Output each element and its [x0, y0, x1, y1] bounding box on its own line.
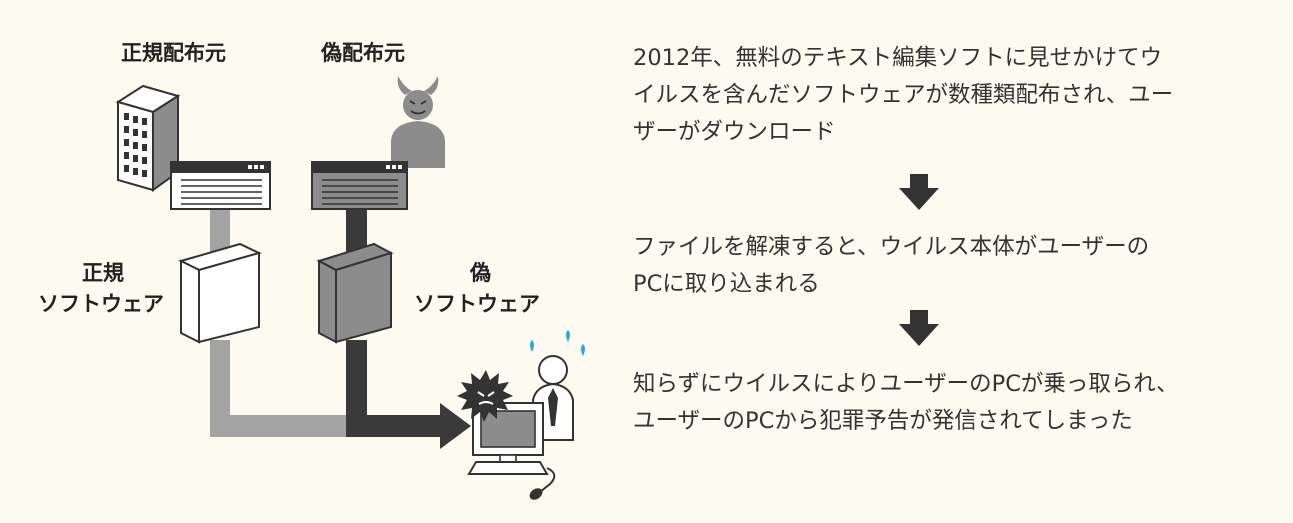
step-1: 2012年、無料のテキスト編集ソフトに見せかけてウ イルスを含んだソフトウェアが… [633, 40, 1273, 151]
fake-source-label: 偽配布元 [321, 41, 405, 65]
legit-source-label: 正規配布元 [121, 41, 226, 65]
step-1-line: ザーがダウンロード [633, 119, 836, 145]
legit-software-label-1: 正規 [82, 261, 124, 285]
browser-window-icon [170, 161, 271, 210]
legit-software-label-2: ソフトウェア [38, 292, 164, 316]
step-2: ファイルを解凍すると、ウイルス本体がユーザーの PCに取り込まれる [633, 229, 1273, 303]
down-arrow-icon [899, 310, 939, 346]
step-3-line: 知らずにウイルスによりユーザーのPCが乗っ取られ、 [633, 371, 1179, 397]
computer-icon [467, 402, 556, 500]
step-2-line: ファイルを解凍すると、ウイルス本体がユーザーの [633, 234, 1150, 260]
building-icon [115, 84, 181, 192]
fake-pipe [346, 205, 471, 449]
virus-icon [457, 370, 513, 422]
software-box-icon [316, 242, 394, 344]
browser-window-icon [311, 161, 408, 210]
step-1-line: 2012年、無料のテキスト編集ソフトに見せかけてウ [633, 45, 1163, 71]
legit-pipe [210, 205, 356, 437]
sweat-drop-icon [530, 330, 585, 356]
fake-software-label-1: 偽 [470, 261, 491, 285]
step-3-line: ユーザーのPCから犯罪予告が発信されてしまった [633, 408, 1133, 434]
step-2-line: PCに取り込まれる [633, 271, 820, 297]
down-arrow-icon [899, 174, 939, 210]
fake-software-label-2: ソフトウェア [414, 292, 540, 316]
software-box-icon [178, 242, 262, 344]
step-3: 知らずにウイルスによりユーザーのPCが乗っ取られ、 ユーザーのPCから犯罪予告が… [633, 366, 1273, 440]
devil-icon [391, 76, 445, 168]
step-1-line: イルスを含んだソフトウェアが数種類配布され、ユー [633, 82, 1174, 108]
